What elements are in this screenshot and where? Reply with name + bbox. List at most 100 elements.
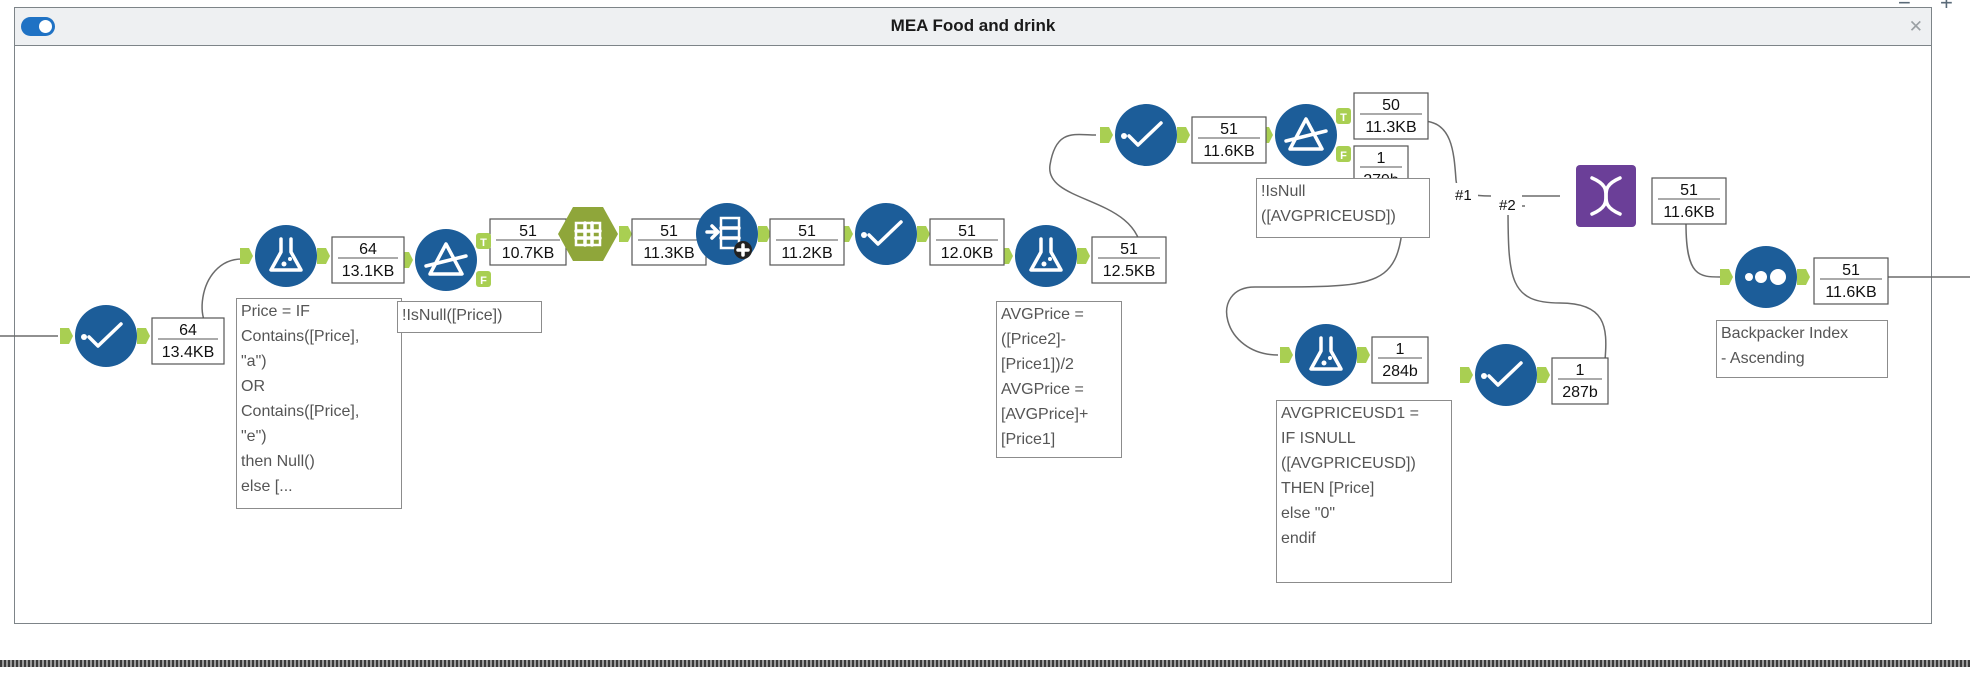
formula-tool-2-output-anchor[interactable] [1077, 248, 1090, 264]
select-tool-1-output-anchor[interactable] [137, 328, 150, 344]
record-count: 51 [1680, 182, 1698, 199]
flask-icon [1015, 225, 1077, 287]
wire-false-to-formula3 [1225, 174, 1405, 356]
append-fields-tool[interactable] [696, 203, 758, 265]
formula-tool-1[interactable] [255, 225, 317, 287]
formula-tool-2[interactable] [1015, 225, 1077, 287]
select-tool-3-input-anchor[interactable] [1100, 127, 1113, 143]
record-count: 64 [359, 241, 377, 258]
canvas-bottom-scrollbar[interactable] [0, 660, 1970, 667]
annotation-filter-2[interactable]: !IsNull ([AVGPRICEUSD]) [1256, 178, 1430, 238]
record-count-box[interactable]: 51 11.6KB [1813, 257, 1889, 305]
record-count: 51 [958, 223, 976, 240]
formula-tool-1-output-anchor[interactable] [317, 248, 330, 264]
record-size: 13.4KB [162, 344, 214, 361]
container-enable-toggle[interactable] [21, 17, 55, 36]
record-count-box[interactable]: 51 10.7KB [489, 218, 567, 266]
record-size: 11.6KB [1825, 284, 1876, 301]
sort-icon [1735, 246, 1797, 308]
record-count-box[interactable]: 64 13.1KB [331, 236, 405, 284]
filter-tool-2[interactable]: TF [1275, 104, 1351, 166]
sort-tool[interactable] [1735, 246, 1797, 308]
container-title: MEA Food and drink [890, 16, 1056, 35]
record-size: 11.3KB [643, 245, 694, 262]
union-tool[interactable] [1576, 165, 1636, 227]
filter-tool-1[interactable]: TF [415, 229, 491, 291]
select-tool-2-output-anchor[interactable] [917, 226, 930, 242]
check-icon [1115, 104, 1177, 166]
filter-tool-1-false-anchor[interactable] [476, 271, 491, 287]
text-to-columns-tool[interactable] [558, 207, 618, 261]
record-count: 51 [1220, 121, 1238, 138]
record-count: 51 [1120, 241, 1138, 258]
annotation-formula-3[interactable]: AVGPRICEUSD1 = IF ISNULL ([AVGPRICEUSD])… [1276, 400, 1452, 583]
annotation-formula-1[interactable]: Price = IF Contains([Price], "a") OR Con… [236, 298, 402, 509]
record-count-box[interactable]: 51 11.6KB [1191, 116, 1267, 164]
select-tool-4-input-anchor[interactable] [1460, 367, 1473, 383]
append-fields-tool-output-anchor[interactable] [758, 226, 771, 242]
formula-tool-3-input-anchor[interactable] [1280, 347, 1293, 363]
record-count-box[interactable]: 51 11.2KB [769, 218, 845, 266]
wire-box13-to-sort [1685, 223, 1723, 278]
filter-tool-2-false-anchor[interactable] [1336, 146, 1351, 162]
expand-icon[interactable]: + [1940, 0, 1953, 15]
container-close-icon[interactable]: ✕ [1908, 17, 1923, 36]
wire-label-bg-1 [1452, 183, 1478, 205]
wire-label-input-2: #2 [1499, 197, 1516, 214]
record-size: 11.6KB [1203, 143, 1254, 160]
select-tool-2[interactable] [855, 203, 917, 265]
record-size: 11.2KB [781, 245, 832, 262]
filter-icon [415, 229, 477, 291]
filter-tool-1-false-anchor-label: F [480, 275, 487, 287]
select-tool-4-output-anchor[interactable] [1537, 367, 1550, 383]
record-count: 50 [1382, 97, 1400, 114]
append-icon [696, 203, 758, 265]
wire-box6-to-select3 [1049, 133, 1143, 258]
record-count: 51 [1842, 262, 1860, 279]
record-count: 1 [1377, 150, 1386, 167]
sort-tool-output-anchor[interactable] [1797, 269, 1810, 285]
flask-icon [255, 225, 317, 287]
dna-icon [1576, 165, 1636, 227]
filter-tool-1-true-anchor[interactable] [476, 233, 491, 249]
select-tool-3[interactable] [1115, 104, 1177, 166]
record-size: 284b [1382, 363, 1418, 380]
formula-tool-3-output-anchor[interactable] [1357, 347, 1370, 363]
columns-icon [558, 207, 618, 261]
filter-tool-2-true-anchor-label: T [1340, 112, 1347, 124]
annotation-formula-2[interactable]: AVGPrice = ([Price2]- [Price1])/2 AVGPri… [996, 301, 1122, 458]
wire-label-bg-2 [1496, 193, 1522, 215]
record-size: 10.7KB [502, 245, 554, 262]
select-tool-3-output-anchor[interactable] [1177, 127, 1190, 143]
sort-tool-input-anchor[interactable] [1720, 269, 1733, 285]
minimize-icon[interactable]: − [1898, 0, 1911, 15]
text-to-columns-tool-output-anchor[interactable] [619, 226, 632, 242]
filter-tool-2-true-anchor[interactable] [1336, 108, 1351, 124]
container-titlebar[interactable]: MEA Food and drink ✕ [15, 8, 1931, 46]
select-tool-1-input-anchor[interactable] [60, 328, 73, 344]
flask-icon [1295, 324, 1357, 386]
wire-label-input-1: #1 [1455, 187, 1472, 204]
formula-tool-1-input-anchor[interactable] [240, 248, 253, 264]
wire-287-to-union [1507, 205, 1607, 361]
select-tool-4[interactable] [1475, 344, 1537, 406]
annotation-filter-1[interactable]: !IsNull([Price]) [397, 301, 542, 333]
record-count: 51 [798, 223, 816, 240]
record-count: 51 [519, 223, 537, 240]
annotation-sort[interactable]: Backpacker Index - Ascending [1716, 320, 1888, 378]
record-count-box[interactable]: 50 11.3KB [1353, 92, 1429, 140]
record-size: 11.3KB [1365, 119, 1416, 136]
select-tool-1[interactable] [75, 305, 137, 367]
check-icon [1475, 344, 1537, 406]
check-icon [855, 203, 917, 265]
record-size: 13.1KB [342, 263, 394, 280]
formula-tool-3[interactable] [1295, 324, 1357, 386]
